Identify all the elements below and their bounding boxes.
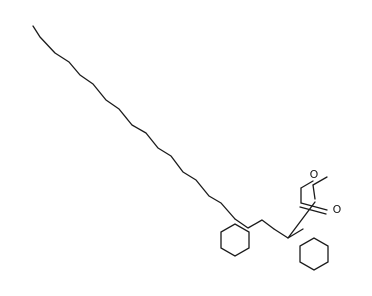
carbonyl-o-double-a <box>300 202 328 211</box>
phenyl-ring-right <box>299 237 329 271</box>
quaternary-to-carbonyl-bond <box>273 228 289 239</box>
ester-oxygen-to-methyl-bond <box>312 176 328 186</box>
carbonyl-o-double-b <box>299 206 327 215</box>
ester-c-to-o-bond <box>300 180 314 189</box>
carbonyl-oxygen-label: O <box>333 203 342 216</box>
phenyl-ring-left <box>220 223 250 257</box>
methyl-bond <box>312 184 316 200</box>
carbonyl-to-ester-oxygen-bond <box>287 228 304 239</box>
chain-to-quaternary-bond <box>234 218 275 230</box>
alkyl-chain <box>32 25 236 220</box>
ester-oxygen-label: O <box>310 168 319 181</box>
carbonyl-double-bond-1 <box>287 201 316 239</box>
